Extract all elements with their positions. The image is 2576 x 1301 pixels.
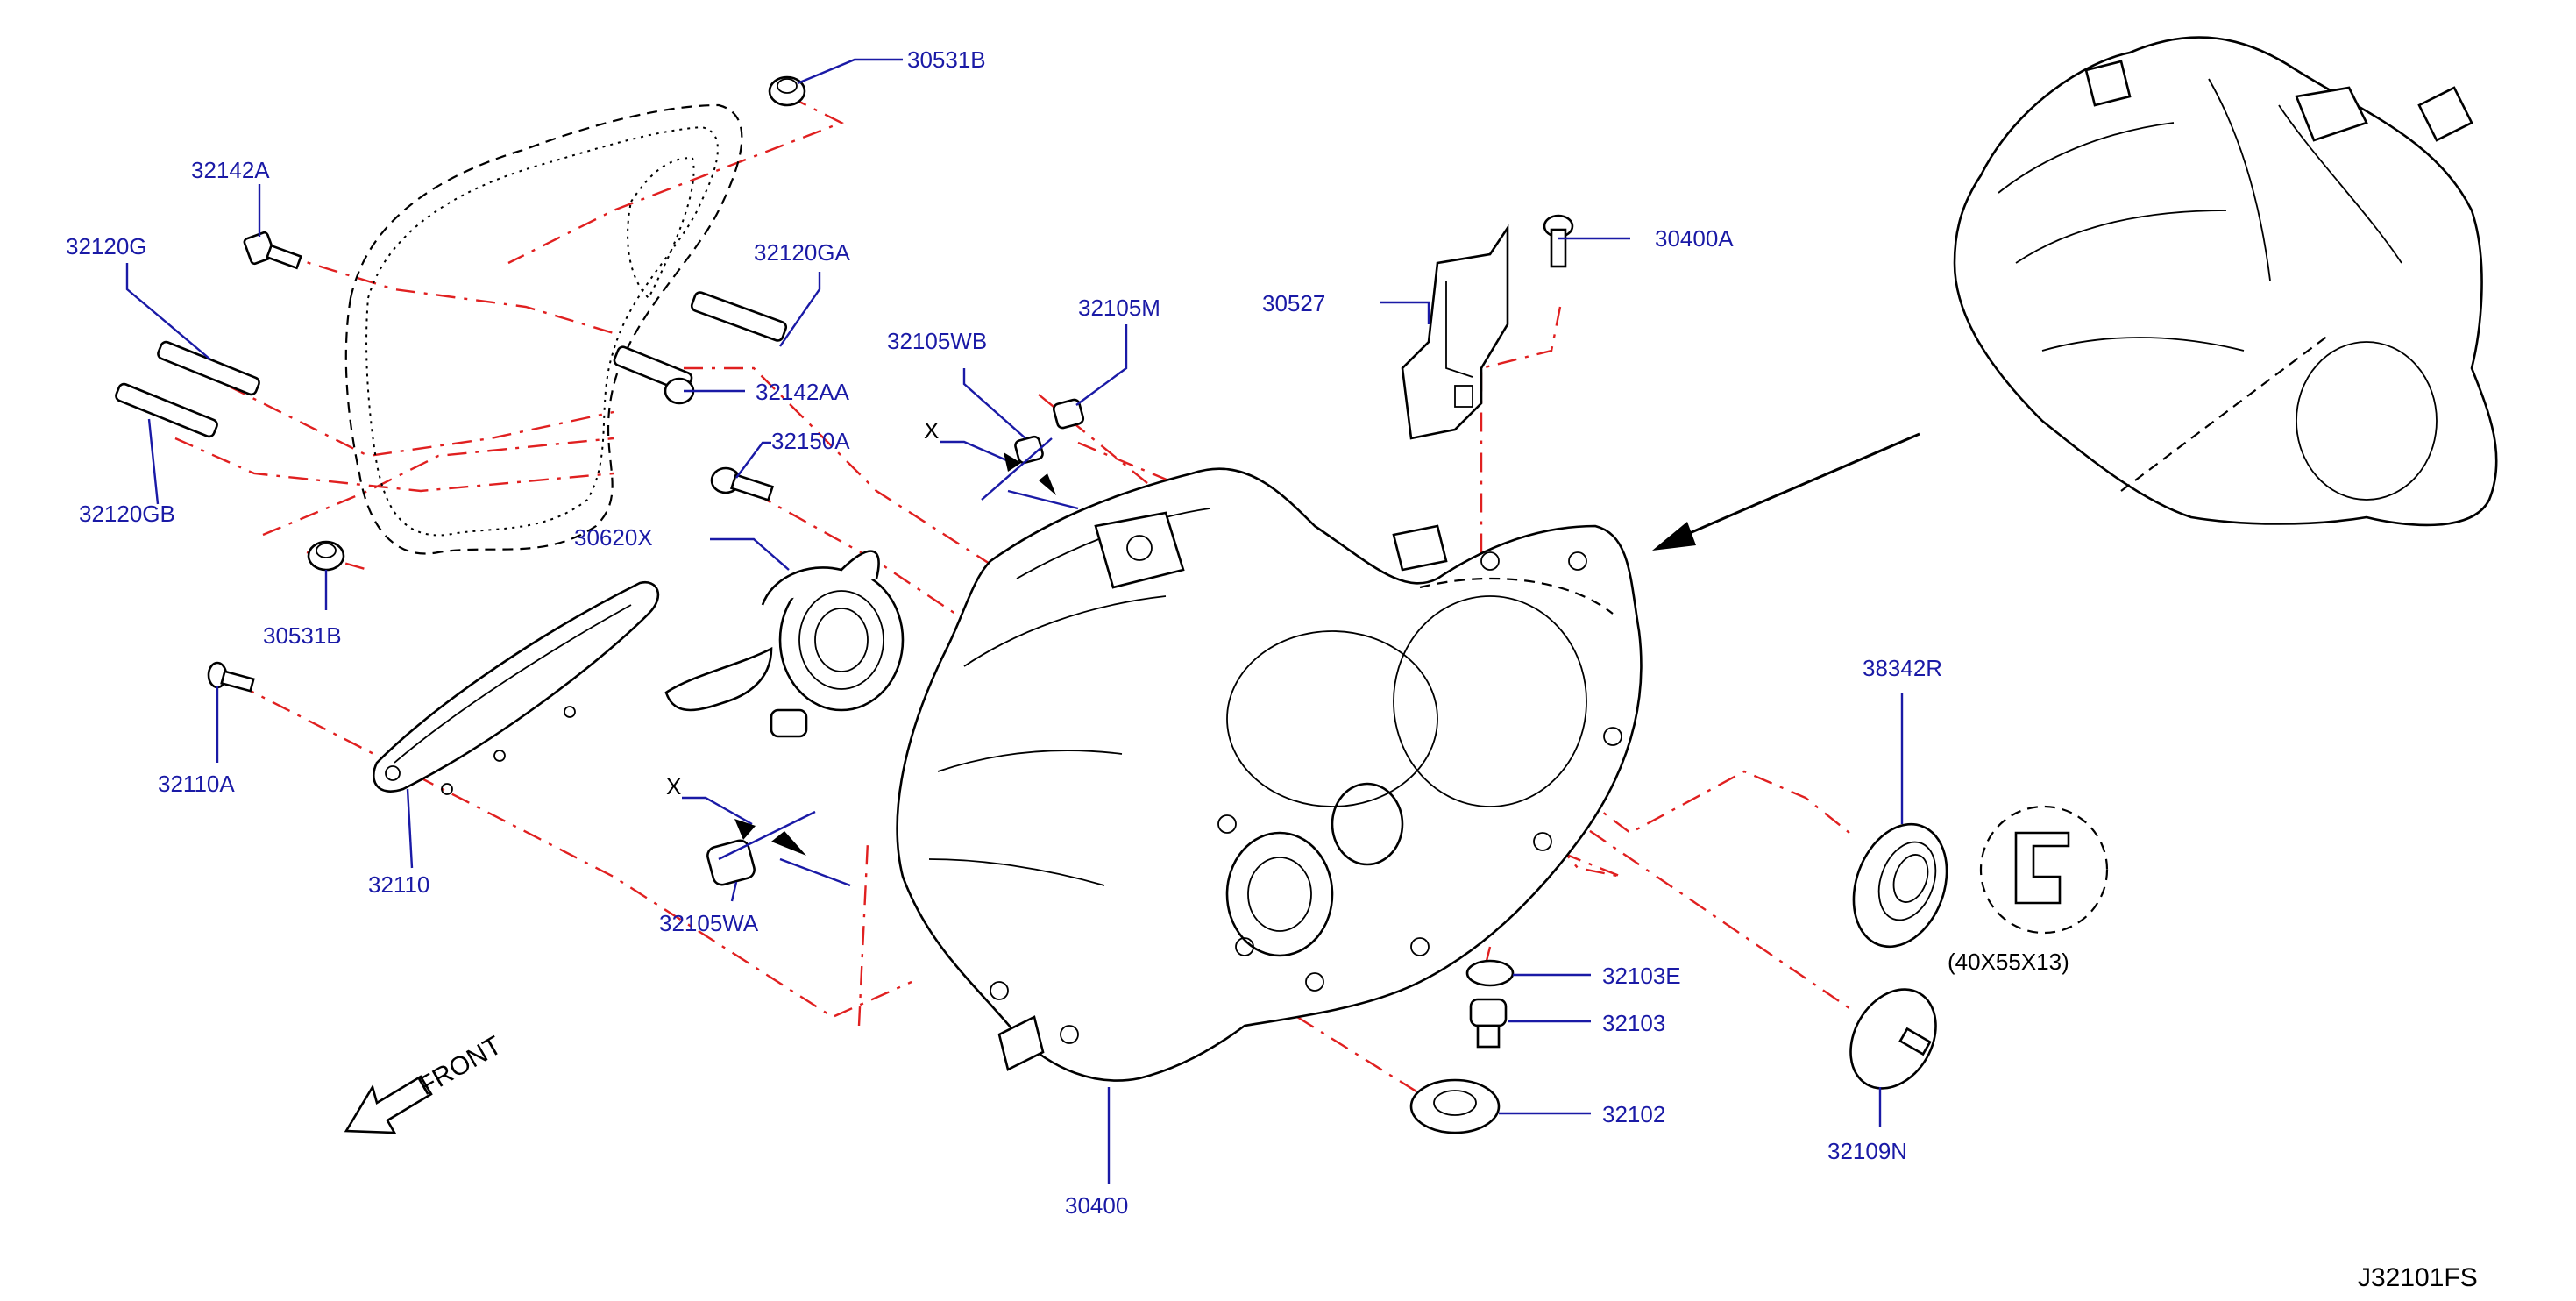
label-32105M: 32105M [1078, 295, 1160, 321]
label-32120G: 32120G [66, 233, 147, 259]
bolt-32142A [243, 231, 302, 270]
front-label: FRONT [414, 1031, 507, 1101]
part-labels: 30531B 32142A 32120G 32120GA 32142AA 321… [66, 46, 2478, 1292]
label-32110A: 32110A [158, 771, 235, 797]
front-direction-indicator: FRONT [344, 1031, 507, 1134]
oil-seal-38342R [1852, 822, 1948, 949]
label-30620X: 30620X [574, 524, 653, 551]
transmission-housing-30400 [896, 467, 1643, 1082]
svg-text:X: X [666, 773, 681, 800]
housing-bolt-holes [990, 551, 1622, 1044]
label-30400A: 30400A [1655, 225, 1734, 252]
diagram-reference-id: J32101FS [2358, 1263, 2478, 1292]
label-32103E: 32103E [1602, 963, 1681, 989]
label-32105WB: 32105WB [887, 328, 987, 354]
collar-32105M [1052, 398, 1085, 430]
cover-plate-32110 [372, 580, 660, 795]
label-32150A: 32150A [771, 428, 850, 454]
bolt-32120GA [690, 291, 788, 342]
bracket-30527 [1401, 224, 1509, 440]
bolt-32150A [710, 466, 775, 502]
label-32109N: 32109N [1827, 1138, 1907, 1164]
bolt-32110A [207, 661, 255, 693]
seal-32102 [1409, 1078, 1501, 1134]
clutch-cover-outline [344, 103, 743, 555]
label-32110: 32110 [368, 871, 429, 898]
bolt-32142AA [613, 345, 695, 405]
x-marker-upper: X [924, 417, 1079, 510]
nut-30531B-top [768, 75, 806, 107]
seal-size-note: (40X55X13) [1948, 949, 2069, 975]
assembled-transmission-view [1953, 36, 2498, 527]
label-38342R: 38342R [1863, 655, 1942, 681]
label-32105WA: 32105WA [659, 910, 759, 936]
nut-30531B-bottom [307, 540, 345, 572]
label-32120GB: 32120GB [79, 501, 175, 527]
stud-32120G [157, 340, 260, 396]
drain-plug-32103 [1469, 998, 1508, 1049]
release-bearing-30620X [664, 550, 905, 738]
label-32102: 32102 [1602, 1101, 1665, 1127]
label-32142A: 32142A [191, 157, 270, 183]
label-30531B-bottom: 30531B [263, 622, 342, 649]
label-30527: 30527 [1262, 290, 1325, 316]
label-32120GA: 32120GA [754, 239, 851, 266]
svg-text:X: X [924, 417, 939, 444]
centerlines [174, 95, 1850, 1106]
label-32142AA: 32142AA [756, 379, 850, 405]
washer-32103E [1465, 959, 1515, 987]
bolt-30400A [1543, 214, 1574, 268]
label-30400: 30400 [1065, 1192, 1128, 1219]
label-30531B-top: 30531B [907, 46, 986, 73]
label-32103: 32103 [1602, 1010, 1665, 1036]
cap-32109N [1849, 988, 1937, 1090]
x-marker-lower: X [666, 773, 851, 887]
collar-32105WA [706, 839, 756, 886]
assembly-arrow [1652, 432, 1920, 551]
stud-32120GB [115, 382, 218, 438]
seal-cross-section-detail [1979, 805, 2109, 935]
leader-lines [125, 58, 1904, 1184]
